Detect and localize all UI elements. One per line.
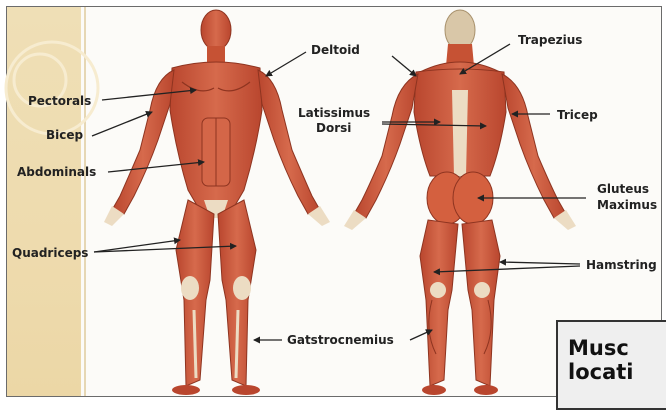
sidebar-ornament <box>6 42 98 134</box>
label-abdominals: Abdominals <box>17 165 96 179</box>
label-pectorals: Pectorals <box>28 94 91 108</box>
pointer-hamstring-1 <box>500 262 580 264</box>
pointer-bicep <box>92 112 152 136</box>
label-tricep: Tricep <box>557 108 598 122</box>
label-hamstring: Hamstring <box>586 258 657 272</box>
caption-line2: locati <box>568 360 666 384</box>
label-trapezius: Trapezius <box>518 33 582 47</box>
label-gastrocnemius: Gatstrocnemius <box>287 333 394 347</box>
label-bicep: Bicep <box>46 128 83 142</box>
label-latissimus-line2: Dorsi <box>316 121 351 135</box>
pointer-deltoid-back <box>392 56 416 76</box>
label-gluteus-line2: Maximus <box>597 198 657 212</box>
label-latissimus-line1: Latissimus <box>298 106 370 120</box>
muscle-diagram-slide: Deltoid Trapezius Pectorals Bicep Latiss… <box>0 0 666 397</box>
label-gluteus-line1: Gluteus <box>597 182 649 196</box>
pointer-hamstring-2 <box>434 266 580 272</box>
label-deltoid: Deltoid <box>311 43 360 57</box>
label-quadriceps: Quadriceps <box>12 246 88 260</box>
caption-line1: Musc <box>568 336 666 360</box>
pointer-deltoid-front <box>266 52 306 76</box>
